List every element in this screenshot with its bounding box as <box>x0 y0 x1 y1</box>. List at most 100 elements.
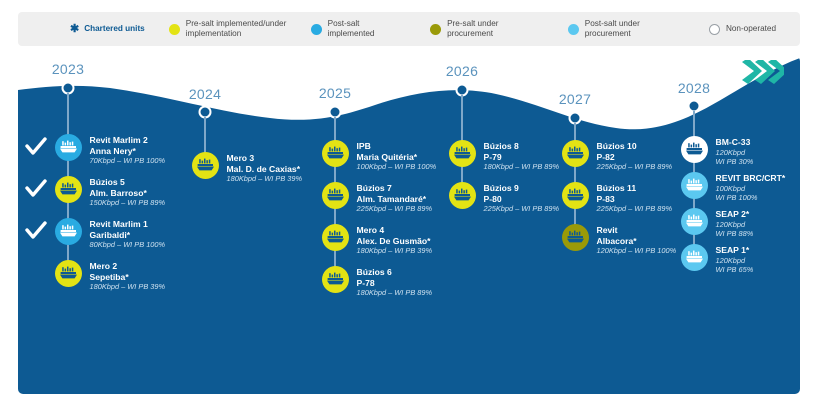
entry-marker-pre_salt_proc[interactable] <box>561 224 589 251</box>
dot-icon <box>310 23 322 35</box>
entry-marker-pre_salt[interactable] <box>448 140 476 167</box>
entry-unit: Albacora* <box>596 235 637 246</box>
entry-name: Revit <box>596 225 618 235</box>
entry-detail: 225Kbpd – WI PB 89% <box>596 204 673 213</box>
entry-detail: 120Kbpd <box>715 147 746 157</box>
entry-marker-pre_salt[interactable] <box>561 182 589 209</box>
entry-marker-post_salt[interactable] <box>54 218 82 245</box>
entry-unit: Mal. D. de Caxias* <box>226 163 301 174</box>
legend-label: Non-operated <box>725 24 777 33</box>
entry-name: SEAP 2* <box>715 209 750 219</box>
entry-detail: 100Kbpd – WI PB 100% <box>356 162 437 171</box>
entry-name: Revit Marlim 2 <box>89 135 148 145</box>
year-label: 2023 <box>51 61 85 77</box>
entry-name: Búzios 10 <box>596 141 637 151</box>
entry-detail: 100Kbpd <box>715 183 746 193</box>
entry-unit: P-78 <box>356 277 375 288</box>
entry-name: Búzios 11 <box>596 183 637 193</box>
entry-detail: 225Kbpd – WI PB 89% <box>483 204 560 213</box>
year-label: 2027 <box>558 91 592 107</box>
legend-bar: ✱Chartered units Pre-salt implemented/und… <box>18 12 800 46</box>
entry-detail: 180Kbpd – WI PB 89% <box>356 288 433 297</box>
entry-marker-post_salt_proc[interactable] <box>680 208 708 235</box>
entry-marker-pre_salt[interactable] <box>54 176 82 203</box>
entry-unit: Garibaldi* <box>89 229 131 240</box>
entry-marker-pre_salt[interactable] <box>191 152 219 179</box>
entry-name: Búzios 7 <box>356 183 392 193</box>
entry-detail: 225Kbpd – WI PB 89% <box>356 204 433 213</box>
year-label: 2028 <box>677 80 711 96</box>
legend-item-0: ✱Chartered units <box>70 23 145 35</box>
wave-background <box>18 58 800 394</box>
entry-name: Búzios 8 <box>483 141 519 151</box>
entry-name: Búzios 9 <box>483 183 519 193</box>
entry-marker-pre_salt[interactable] <box>321 140 349 167</box>
entry-detail-secondary: WI PB 100% <box>715 193 758 202</box>
entry-unit: P-80 <box>483 193 502 204</box>
entry-marker-pre_salt[interactable] <box>561 140 589 167</box>
entry-marker-pre_salt[interactable] <box>321 224 349 251</box>
legend-label: Pre-salt implemented/under implementatio… <box>185 19 287 38</box>
entry-marker-pre_salt[interactable] <box>54 260 82 287</box>
legend-label: Post-salt implemented <box>327 19 375 38</box>
entry-name: Búzios 5 <box>89 177 125 187</box>
entry-detail-secondary: WI PB 65% <box>715 265 754 274</box>
legend-item-1: Pre-salt implemented/under implementatio… <box>168 19 287 39</box>
entry-unit: Alex. De Gusmão* <box>356 235 431 246</box>
entry-marker-post_salt[interactable] <box>54 134 82 161</box>
circle-outline-icon <box>708 23 720 35</box>
entry-detail: 120Kbpd – WI PB 100% <box>596 246 677 255</box>
dot-icon <box>168 23 180 35</box>
year-stem <box>204 117 206 165</box>
entry-marker-pre_salt[interactable] <box>448 182 476 209</box>
year-label: 2025 <box>318 85 352 101</box>
entry-detail: 120Kbpd <box>715 255 746 265</box>
entry-marker-pre_salt[interactable] <box>321 182 349 209</box>
entry-unit: Alm. Tamandaré* <box>356 193 427 204</box>
entry-marker-post_salt_proc[interactable] <box>680 172 708 199</box>
dot-icon <box>430 23 442 35</box>
entry-name: Mero 3 <box>226 153 255 163</box>
entry-marker-post_salt_proc[interactable] <box>680 244 708 271</box>
entry-unit: Alm. Barroso* <box>89 187 147 198</box>
entry-marker-pre_salt[interactable] <box>321 266 349 293</box>
legend-item-5: Non-operated <box>708 23 777 35</box>
entry-detail: 180Kbpd – WI PB 39% <box>226 174 303 183</box>
legend-label: Chartered units <box>84 24 145 33</box>
entry-unit: Maria Quitéria* <box>356 151 418 162</box>
year-label: 2024 <box>188 86 222 102</box>
entry-name: REVIT BRC/CRT* <box>715 173 786 183</box>
entry-marker-non_operated[interactable] <box>680 136 708 163</box>
